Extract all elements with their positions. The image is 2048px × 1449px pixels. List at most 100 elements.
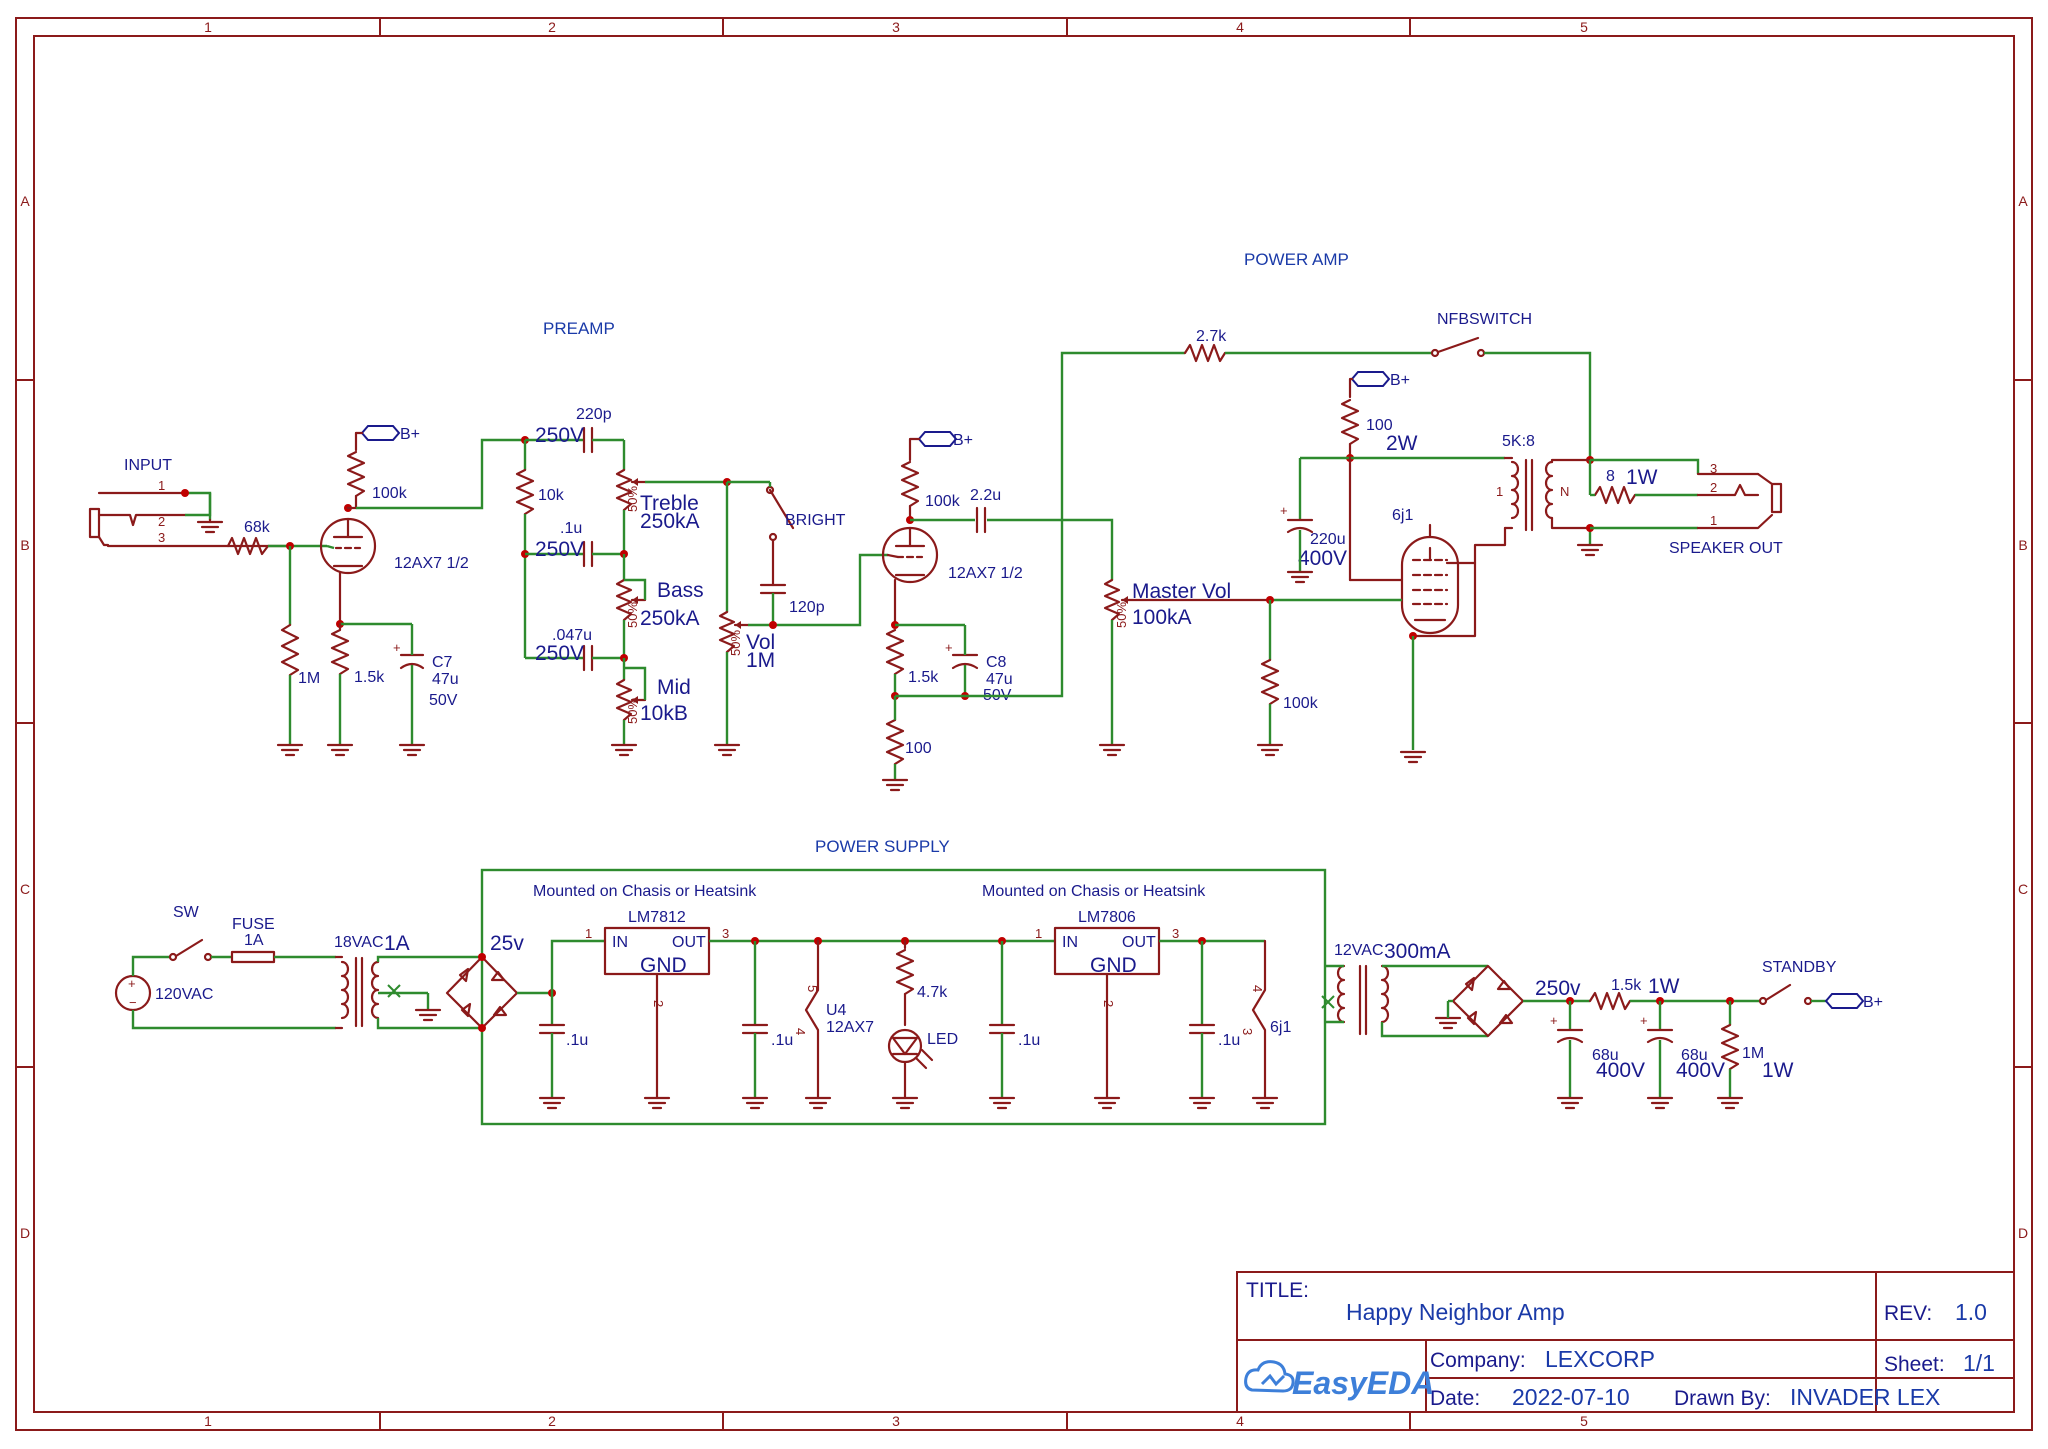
capacitor-c7: + C7 47u 50V — [393, 640, 459, 709]
svg-text:10kB: 10kB — [640, 702, 688, 725]
svg-text:1W: 1W — [1626, 466, 1658, 489]
svg-text:1: 1 — [1710, 513, 1717, 528]
svg-text:12AX7 1/2: 12AX7 1/2 — [948, 565, 1023, 582]
grid-col-2-top: 2 — [548, 19, 556, 35]
svg-text:400V: 400V — [1676, 1059, 1725, 1082]
grid-col-4-bottom: 4 — [1236, 1413, 1244, 1429]
svg-text:100k: 100k — [372, 485, 408, 502]
sheet-label: Sheet: — [1884, 1353, 1945, 1376]
company-value: LEXCORP — [1545, 1346, 1655, 1372]
svg-text:250kA: 250kA — [640, 607, 700, 630]
resistor-10k-tone: 10k — [515, 468, 565, 516]
capacitor-220p: 220p 250V — [535, 406, 612, 454]
output-transformer-5k-8: 5K:8 1 N — [1496, 433, 1569, 532]
svg-text:INPUT: INPUT — [124, 457, 172, 474]
svg-text:N: N — [1560, 484, 1569, 499]
svg-text:IN: IN — [612, 934, 628, 951]
svg-text:3: 3 — [158, 530, 165, 545]
svg-text:50%: 50% — [728, 630, 743, 656]
svg-text:300mA: 300mA — [1384, 940, 1451, 963]
ground-symbol — [1286, 570, 1314, 584]
svg-text:12VAC: 12VAC — [1334, 942, 1384, 959]
svg-text:68u: 68u — [1681, 1047, 1708, 1064]
svg-text:.047u: .047u — [552, 627, 592, 644]
svg-text:LED: LED — [927, 1031, 958, 1048]
svg-text:B+: B+ — [1390, 372, 1410, 389]
capacitor-0-1u-d: .1u — [1188, 1023, 1240, 1049]
transformer-18vac: 18VAC 1A — [334, 932, 410, 1030]
ground-symbol — [713, 743, 741, 757]
svg-text:8: 8 — [1606, 468, 1615, 485]
ground-symbol — [1251, 1096, 1279, 1110]
svg-text:120p: 120p — [789, 599, 825, 616]
svg-text:1A: 1A — [384, 932, 410, 955]
ground-symbol — [610, 743, 638, 757]
svg-text:Mounted on Chasis or Heatsink: Mounted on Chasis or Heatsink — [982, 883, 1206, 900]
svg-text:OUT: OUT — [672, 934, 706, 951]
svg-text:SPEAKER OUT: SPEAKER OUT — [1669, 540, 1783, 557]
svg-text:1M: 1M — [1742, 1045, 1764, 1062]
svg-text:+: + — [1640, 1013, 1648, 1028]
svg-text:GND: GND — [640, 954, 687, 977]
pot-bass: 50% Bass 250kA — [615, 578, 704, 630]
svg-text:LM7812: LM7812 — [628, 909, 686, 926]
svg-text:100: 100 — [905, 740, 932, 757]
svg-text:FUSE: FUSE — [232, 916, 275, 933]
svg-text:BRIGHT: BRIGHT — [785, 512, 846, 529]
svg-text:4: 4 — [1250, 985, 1265, 992]
capacitor-220u-filter: + 220u 400V — [1280, 503, 1347, 570]
bridge-rectifier-1: 25v — [445, 932, 524, 1030]
svg-text:250V: 250V — [535, 642, 584, 665]
svg-text:100kA: 100kA — [1132, 606, 1192, 629]
svg-text:Treble: Treble — [640, 492, 699, 515]
pot-volume: 50% Vol 1M — [718, 610, 775, 672]
svg-text:1W: 1W — [1762, 1059, 1794, 1082]
no-connect-mark — [1321, 995, 1335, 1009]
svg-text:10k: 10k — [538, 487, 565, 504]
capacitor-120p-bright: 120p — [759, 583, 825, 616]
ground-symbol — [1716, 1096, 1744, 1110]
svg-text:250v: 250v — [1535, 977, 1581, 1000]
svg-text:+: + — [1550, 1013, 1558, 1028]
capacitor-2-2u: 2.2u — [970, 487, 1001, 534]
svg-text:Mid: Mid — [657, 676, 691, 699]
svg-text:OUT: OUT — [1122, 934, 1156, 951]
svg-text:50%: 50% — [625, 698, 640, 724]
led: LED — [887, 1028, 958, 1070]
svg-text:.1u: .1u — [560, 520, 582, 537]
svg-text:1M: 1M — [746, 649, 775, 672]
svg-text:12AX7 1/2: 12AX7 1/2 — [394, 555, 469, 572]
resistor-68k: 68k — [226, 519, 271, 556]
svg-text:B+: B+ — [1863, 994, 1883, 1011]
svg-text:Vol: Vol — [746, 631, 775, 654]
svg-text:50%: 50% — [625, 486, 640, 512]
svg-text:+: + — [1280, 503, 1288, 518]
pot-mid: 50% Mid 10kB — [615, 676, 691, 725]
ground-symbol — [881, 778, 909, 792]
capacitor-0-1u-c: .1u — [988, 1023, 1040, 1049]
svg-text:B+: B+ — [400, 426, 420, 443]
date-label: Date: — [1430, 1387, 1480, 1410]
tube-12ax7-2: 12AX7 1/2 — [881, 526, 1023, 584]
svg-text:6j1: 6j1 — [1270, 1019, 1291, 1036]
capacitor-0-1u-a: .1u — [538, 1023, 588, 1049]
bridge-rectifier-2: 250v — [1451, 964, 1581, 1038]
svg-text:EasyEDA: EasyEDA — [1292, 1365, 1434, 1401]
grid-row-b-right: B — [2018, 537, 2027, 553]
ground-symbol — [891, 1096, 919, 1110]
svg-text:220u: 220u — [1310, 531, 1346, 548]
grid-col-1-bottom: 1 — [204, 1413, 212, 1429]
svg-text:1: 1 — [158, 478, 165, 493]
grid-col-5-top: 5 — [1580, 19, 1588, 35]
pot-master-volume: 50% Master Vol 100kA — [1103, 578, 1272, 629]
bplus-flag-1: B+ — [360, 425, 420, 443]
svg-text:4: 4 — [793, 1028, 808, 1035]
title-label: TITLE: — [1246, 1279, 1309, 1302]
ground-symbol — [1188, 1096, 1216, 1110]
grid-col-5-bottom: 5 — [1580, 1413, 1588, 1429]
ground-symbol — [1646, 1096, 1674, 1110]
svg-text:.1u: .1u — [771, 1032, 793, 1049]
input-jack: INPUT 1 2 3 — [88, 457, 292, 548]
power-supply-section: Mounted on Chasis or Heatsink Mounted on… — [114, 868, 1883, 1126]
svg-text:400V: 400V — [1596, 1059, 1645, 1082]
